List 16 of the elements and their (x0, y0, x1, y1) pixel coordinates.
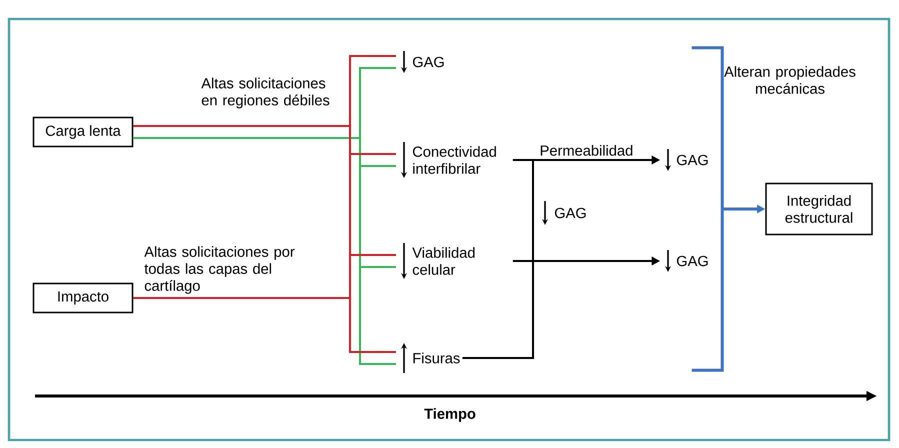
node-box: Impacto (32, 282, 134, 314)
annotation: Altas solicitaciones en regiones débiles (201, 78, 330, 108)
edge-label: Permeabilidad (540, 145, 632, 156)
item-label: Fisuras (413, 352, 460, 364)
item-label: GAG (412, 56, 444, 68)
item-label: Viabilidad celular (412, 247, 475, 275)
bracket-caption: Alteran propiedades mecánicas (724, 66, 856, 94)
annotation: Altas solicitaciones por todas las capas del cartílago (144, 246, 295, 294)
annotation: GAG (554, 208, 586, 218)
annotation: Tiempo (424, 408, 476, 422)
node-box: Integridad estructural (765, 182, 873, 236)
item-label: GAG (676, 154, 708, 166)
item-label: Conectividad interfibrilar (412, 146, 496, 174)
connector (133, 297, 396, 353)
item-label: GAG (676, 256, 708, 266)
node-box: Carga lenta (32, 116, 134, 148)
